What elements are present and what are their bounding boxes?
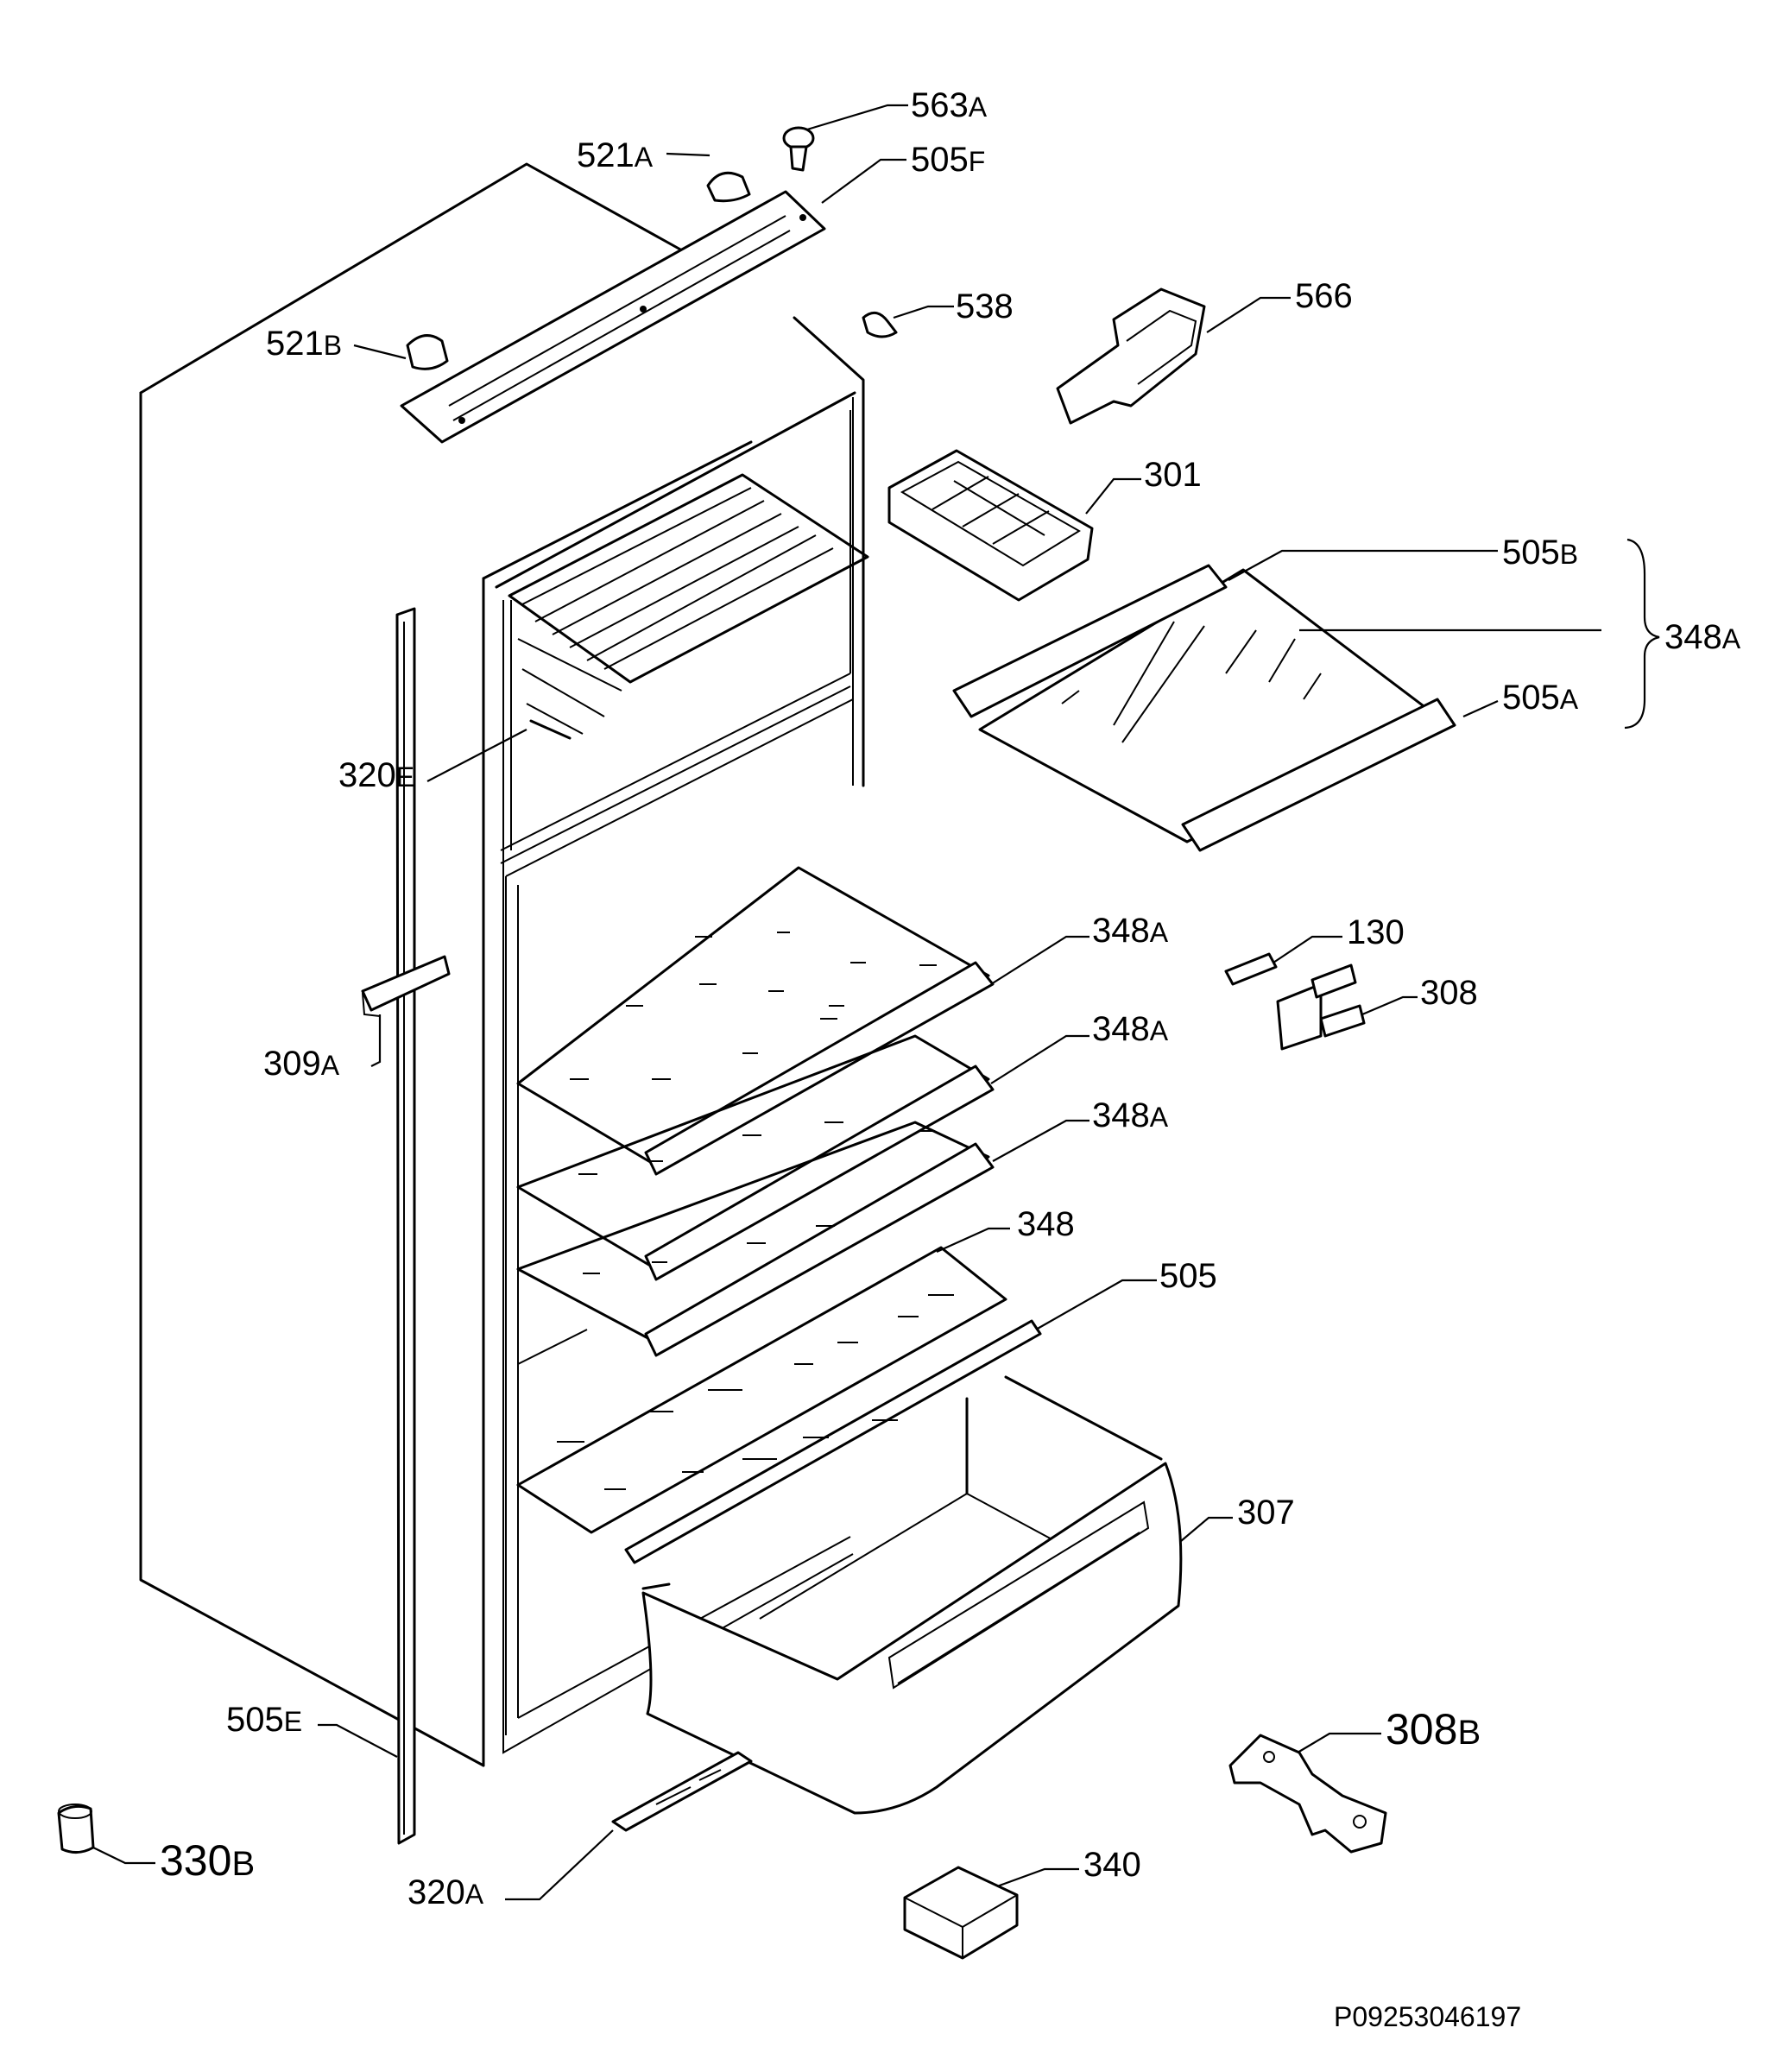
- bottom-rail: [611, 1751, 753, 1832]
- ice-cube-tray: [887, 449, 1094, 602]
- label-307: 307: [1237, 1494, 1295, 1532]
- label-348a-2: 348A: [1092, 1010, 1169, 1048]
- hinge-308b: [1228, 1734, 1387, 1854]
- leader-lines: [92, 104, 1660, 1901]
- label-348: 348: [1017, 1205, 1075, 1243]
- top-rail: [400, 190, 826, 444]
- label-505b: 505B: [1502, 534, 1579, 572]
- label-521a: 521A: [577, 136, 654, 174]
- label-301: 301: [1144, 456, 1202, 494]
- knob-521a: [706, 171, 751, 203]
- label-330b: 330B: [160, 1836, 256, 1885]
- label-348a-1: 348A: [1092, 912, 1169, 950]
- label-505e: 505E: [226, 1701, 303, 1739]
- label-566: 566: [1295, 277, 1353, 315]
- screw-563a: [782, 126, 815, 172]
- freezer-shelf-rack: [508, 473, 869, 740]
- cabinet-body: [139, 162, 865, 1767]
- adjustable-foot: [57, 1804, 95, 1854]
- hinge-308: [1276, 963, 1366, 1051]
- glass-shelf-top: [952, 564, 1456, 852]
- label-538: 538: [956, 287, 1014, 325]
- crisper-cover-strip: [624, 1319, 1042, 1564]
- label-521b: 521B: [266, 325, 343, 363]
- glass-shelf-348: [516, 1246, 1007, 1534]
- ice-scoop: [1056, 287, 1206, 425]
- label-563a: 563A: [911, 86, 988, 124]
- clip-538: [862, 311, 898, 338]
- label-309a: 309A: [263, 1045, 340, 1083]
- label-320a: 320A: [407, 1873, 484, 1911]
- door-gasket-strip: [395, 607, 416, 1845]
- drawing-code: P09253046197: [1334, 2001, 1522, 2032]
- label-308b: 308B: [1386, 1705, 1481, 1753]
- glass-texture-marks: [557, 932, 954, 1490]
- knob-521b: [406, 334, 449, 370]
- accessory-box: [903, 1866, 1019, 1960]
- label-505f: 505F: [911, 141, 986, 179]
- door-bracket: [361, 955, 451, 1017]
- label-348a-3: 348A: [1092, 1096, 1169, 1134]
- glass-shelf-3: [516, 1121, 995, 1357]
- label-348a-top: 348A: [1664, 618, 1741, 656]
- label-130: 130: [1347, 913, 1405, 951]
- part-130-plate: [1224, 952, 1278, 986]
- label-320e: 320E: [338, 756, 415, 794]
- label-340: 340: [1083, 1846, 1141, 1884]
- label-505a: 505A: [1502, 679, 1579, 717]
- label-505: 505: [1159, 1257, 1217, 1295]
- crisper-drawer: [641, 1375, 1183, 1815]
- label-308: 308: [1420, 974, 1478, 1012]
- glass-shelf-2: [516, 1034, 995, 1281]
